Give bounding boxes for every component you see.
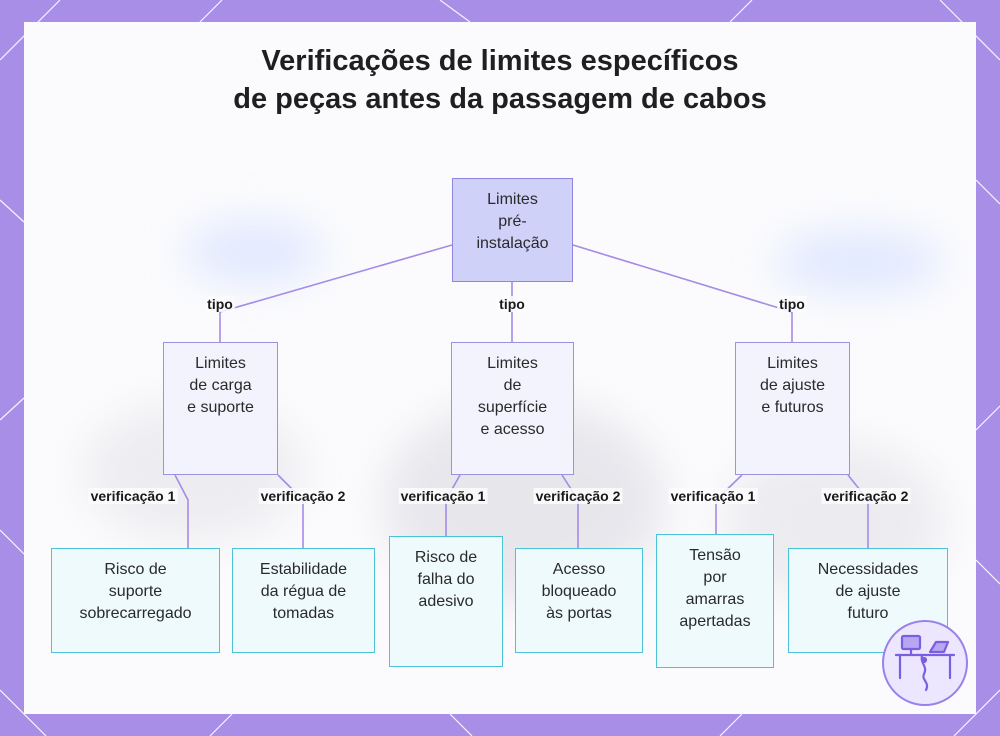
edge-label-type: tipo bbox=[205, 296, 235, 312]
check-node-blocked-ports: Acesso bloqueado às portas bbox=[515, 548, 643, 653]
connector-fit-to-check-1 bbox=[716, 475, 742, 534]
check-node-overloaded-support: Risco de suporte sobrecarregado bbox=[51, 548, 220, 653]
category-node-fit-future: Limites de ajuste e futuros bbox=[735, 342, 850, 475]
category-label: Limites de carga e suporte bbox=[187, 353, 254, 419]
edge-label-check-2: verificação 2 bbox=[534, 488, 623, 504]
check-label: Risco de suporte sobrecarregado bbox=[79, 559, 191, 625]
root-node: Limites pré- instalação bbox=[452, 178, 573, 282]
connector-surface-to-check-1 bbox=[446, 475, 460, 536]
desk-setup-icon bbox=[884, 622, 966, 704]
connector-root-to-load bbox=[220, 245, 452, 342]
connector-surface-to-check-2 bbox=[562, 475, 578, 548]
edge-label-check-1: verificação 1 bbox=[669, 488, 758, 504]
edge-label-check-1: verificação 1 bbox=[89, 488, 178, 504]
edge-label-type: tipo bbox=[497, 296, 527, 312]
check-label: Necessidades de ajuste futuro bbox=[818, 559, 919, 625]
check-node-power-strip-stability: Estabilidade da régua de tomadas bbox=[232, 548, 375, 653]
edge-label-check-2: verificação 2 bbox=[259, 488, 348, 504]
edge-label-check-2: verificação 2 bbox=[822, 488, 911, 504]
desk-setup-badge bbox=[882, 620, 968, 706]
check-node-adhesive-failure: Risco de falha do adesivo bbox=[389, 536, 503, 667]
category-label: Limites de superfície e acesso bbox=[478, 353, 547, 441]
connector-fit-to-check-2 bbox=[848, 475, 868, 548]
edge-label-check-1: verificação 1 bbox=[399, 488, 488, 504]
connector-root-to-fit bbox=[573, 245, 792, 342]
category-label: Limites de ajuste e futuros bbox=[760, 353, 825, 419]
check-label: Tensão por amarras apertadas bbox=[679, 545, 750, 633]
connector-load-to-check-1 bbox=[175, 475, 188, 548]
root-node-label: Limites pré- instalação bbox=[476, 189, 548, 255]
category-node-surface-access: Limites de superfície e acesso bbox=[451, 342, 574, 475]
connector-load-to-check-2 bbox=[278, 475, 303, 548]
check-label: Estabilidade da régua de tomadas bbox=[260, 559, 347, 625]
check-label: Risco de falha do adesivo bbox=[415, 547, 477, 613]
category-node-load-support: Limites de carga e suporte bbox=[163, 342, 278, 475]
check-label: Acesso bloqueado às portas bbox=[542, 559, 617, 625]
check-node-tight-ties-tension: Tensão por amarras apertadas bbox=[656, 534, 774, 668]
edge-label-type: tipo bbox=[777, 296, 807, 312]
